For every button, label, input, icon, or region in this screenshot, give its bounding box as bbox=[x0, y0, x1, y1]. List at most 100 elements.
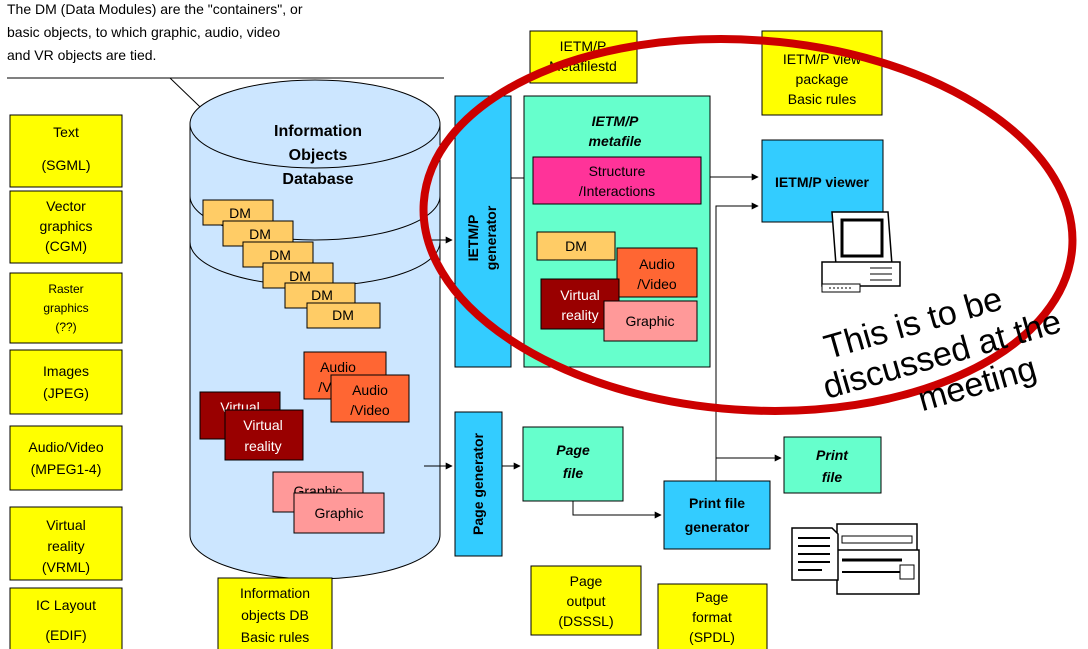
metafile-av-line-1: Audio bbox=[639, 256, 675, 272]
source-ic-line-1: IC Layout bbox=[36, 597, 96, 613]
metafile-av-box bbox=[616, 247, 698, 298]
db-rules-line-1: Information bbox=[240, 585, 310, 601]
metafile-av-line-2: /Video bbox=[637, 276, 677, 292]
print-file-generator-line-1: Print file bbox=[689, 495, 745, 511]
structure-box bbox=[532, 156, 702, 205]
print-generator-to-viewer-arrow bbox=[715, 202, 759, 481]
source-vr-line-3: (VRML) bbox=[42, 559, 90, 575]
structure-line-2: /Interactions bbox=[579, 183, 655, 199]
page-generator-box bbox=[454, 411, 503, 557]
ietm-viewer-label: IETM/P viewer bbox=[775, 174, 869, 190]
db-rules-box bbox=[217, 577, 333, 649]
ietm-generator-line-2: generator bbox=[483, 205, 499, 270]
page-output-line-2: output bbox=[567, 593, 606, 609]
intro-note-line-2: basic objects, to which graphic, audio, … bbox=[7, 24, 280, 40]
page-generator-label: Page generator bbox=[470, 432, 486, 534]
metafile-vr-line-1: Virtual bbox=[560, 287, 599, 303]
metafile-graphic-box bbox=[603, 300, 698, 342]
page-file-line-2: file bbox=[563, 465, 583, 481]
source-formats: Text (SGML) Vector graphics (CGM) Raster… bbox=[9, 114, 123, 649]
source-raster-line-1: Raster bbox=[48, 282, 83, 296]
source-av-line-2: (MPEG1-4) bbox=[31, 461, 102, 477]
page-file-box bbox=[522, 426, 624, 502]
print-file-generator-line-2: generator bbox=[685, 519, 750, 535]
dm-stack: DM DM DM DM DM DM bbox=[202, 199, 381, 329]
discussion-highlight-ring bbox=[419, 35, 1077, 415]
db-graphic-label: Graphic bbox=[314, 505, 363, 521]
db-graphic-card bbox=[293, 492, 385, 534]
source-vr-line-2: reality bbox=[47, 538, 84, 554]
db-audio-video-line-2: /Video bbox=[350, 402, 390, 418]
page-format-line-1: Page bbox=[696, 589, 729, 605]
source-av-line-1: Audio/Video bbox=[28, 439, 103, 455]
ietm-metafile-title-1: IETM/P bbox=[592, 113, 639, 129]
view-package-line-2: package bbox=[796, 71, 849, 87]
print-file-line-1: Print bbox=[816, 447, 849, 463]
page-file-to-print-generator-arrow bbox=[572, 501, 662, 519]
connectors bbox=[424, 173, 782, 519]
source-text-box bbox=[9, 114, 123, 188]
source-raster-line-2: graphics bbox=[43, 301, 88, 315]
db-audio-video-line-1: Audio bbox=[320, 359, 356, 375]
computer-icon bbox=[821, 211, 901, 293]
source-images-line-2: (JPEG) bbox=[43, 385, 89, 401]
dm-card bbox=[306, 302, 381, 329]
source-ic-box bbox=[9, 587, 123, 649]
dm-card-label: DM bbox=[269, 247, 291, 263]
source-vector-line-3: (CGM) bbox=[45, 238, 87, 254]
db-vr-line-2: reality bbox=[244, 438, 281, 454]
metafile-dm-box bbox=[536, 231, 616, 261]
dm-card-label: DM bbox=[332, 307, 354, 323]
source-av-box bbox=[9, 425, 123, 491]
metafilestd-line-1: IETM/P bbox=[560, 38, 607, 54]
page-file-line-1: Page bbox=[556, 442, 590, 458]
print-file-generator-box bbox=[663, 480, 771, 550]
page-format-box bbox=[657, 583, 768, 649]
page-output-line-3: (DSSSL) bbox=[558, 613, 613, 629]
page-output-box bbox=[530, 565, 642, 636]
dm-card-label: DM bbox=[289, 268, 311, 284]
page-format-line-3: (SPDL) bbox=[689, 629, 735, 645]
discussion-annotation: This is to be discussed at the meeting bbox=[819, 280, 1066, 419]
database-title-line-3: Database bbox=[282, 171, 353, 188]
information-objects-database: Information Objects Database DM DM DM DM… bbox=[189, 79, 441, 580]
dm-card-label: DM bbox=[229, 205, 251, 221]
db-rules-line-3: Basic rules bbox=[241, 629, 309, 645]
dm-card-label: DM bbox=[249, 226, 271, 242]
source-vr-line-1: Virtual bbox=[46, 517, 85, 533]
source-vr-box bbox=[9, 506, 123, 581]
intro-note: The DM (Data Modules) are the "container… bbox=[7, 1, 444, 156]
metafile-dm-label: DM bbox=[565, 238, 587, 254]
source-ic-line-2: (EDIF) bbox=[45, 627, 86, 643]
dm-card-label: DM bbox=[311, 287, 333, 303]
source-vector-box bbox=[9, 190, 123, 264]
database-title-line-2: Objects bbox=[289, 147, 348, 164]
metafile-graphic-label: Graphic bbox=[625, 313, 674, 329]
database-title-line-1: Information bbox=[274, 123, 362, 140]
db-virtual-reality-stack: Virtual Virtual reality bbox=[199, 391, 304, 461]
db-vr-card bbox=[224, 409, 304, 461]
intro-note-line-1: The DM (Data Modules) are the "container… bbox=[7, 1, 303, 17]
print-file-line-2: file bbox=[822, 469, 842, 485]
ietm-generator-line-1: IETM/P bbox=[465, 215, 481, 262]
print-file-box bbox=[783, 436, 882, 494]
db-audio-video-line-1: Audio bbox=[352, 382, 388, 398]
database-top bbox=[189, 79, 441, 169]
intro-note-line-3: and VR objects are tied. bbox=[7, 47, 156, 63]
db-audio-video-card bbox=[330, 374, 410, 423]
source-vector-line-2: graphics bbox=[40, 218, 93, 234]
db-vr-line-1: Virtual bbox=[243, 417, 282, 433]
source-raster-line-3: (??) bbox=[55, 320, 76, 334]
view-package-line-3: Basic rules bbox=[788, 91, 856, 107]
source-text-format: (SGML) bbox=[42, 157, 91, 173]
page-output-line-1: Page bbox=[570, 573, 603, 589]
structure-line-1: Structure bbox=[589, 163, 646, 179]
source-images-box bbox=[9, 349, 123, 415]
source-raster-box bbox=[9, 272, 123, 344]
ietm-viewer-box bbox=[761, 139, 884, 223]
metafile-vr-line-2: reality bbox=[561, 307, 598, 323]
db-rules-line-2: objects DB bbox=[241, 607, 309, 623]
source-text-label: Text bbox=[53, 124, 79, 140]
db-audio-video-stack: Audio /Video Audio /Video bbox=[303, 351, 410, 423]
